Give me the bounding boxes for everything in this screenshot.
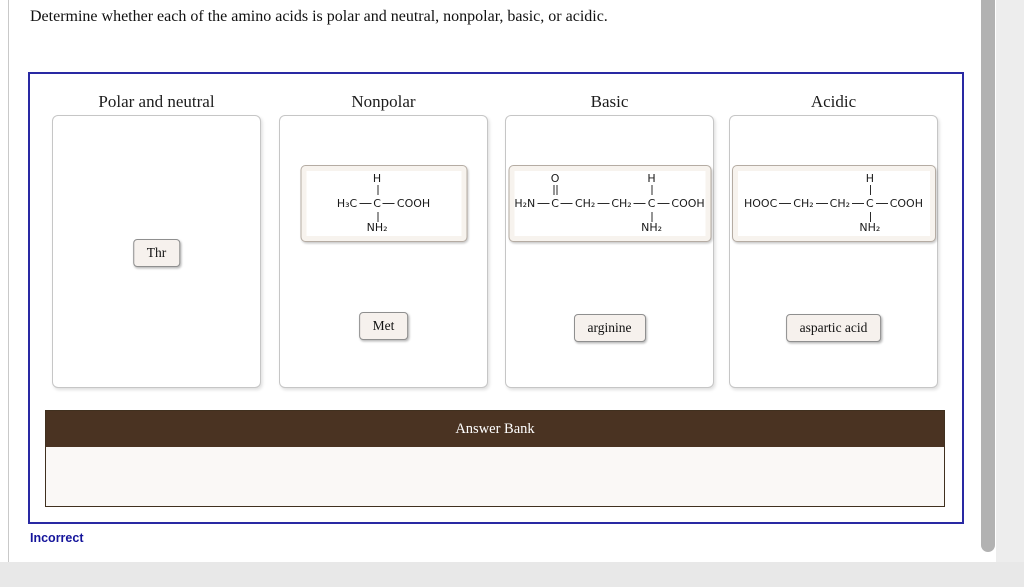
bond-line bbox=[537, 203, 550, 204]
substituent-below: NH₂ bbox=[641, 221, 663, 234]
atom-group: CH₂ bbox=[611, 197, 632, 210]
substituent-below: NH₂ bbox=[859, 221, 881, 234]
bond-line bbox=[651, 212, 653, 222]
atom-group: CH₂ bbox=[793, 197, 814, 210]
bond-line bbox=[560, 203, 573, 204]
question-prompt: Determine whether each of the amino acid… bbox=[30, 8, 608, 25]
sorting-activity: Polar and neutral Nonpolar Basic Acidic … bbox=[28, 72, 964, 524]
grade-status: Incorrect bbox=[30, 531, 84, 545]
bond-line bbox=[815, 203, 828, 204]
answer-chip-aspartic-acid[interactable]: aspartic acid bbox=[785, 314, 882, 342]
content-panel: Determine whether each of the amino acid… bbox=[9, 0, 981, 562]
scrollbar-thumb[interactable] bbox=[981, 0, 995, 552]
bond-line bbox=[852, 203, 865, 204]
bond-line bbox=[657, 203, 670, 204]
atom-group: COOH bbox=[671, 197, 705, 210]
substituent-above: H bbox=[647, 172, 656, 185]
answer-chip-arginine[interactable]: arginine bbox=[573, 314, 646, 342]
bond-line bbox=[779, 203, 792, 204]
atom-group: CH₂ bbox=[829, 197, 851, 210]
bond-line bbox=[382, 203, 395, 204]
dropzone-polar-neutral[interactable]: Thr bbox=[52, 115, 261, 388]
bond-line bbox=[869, 185, 871, 195]
double-bond-line bbox=[556, 185, 558, 195]
substituent-above: H bbox=[865, 172, 875, 185]
atom-group: H₃C bbox=[336, 197, 358, 210]
answer-bank-body[interactable] bbox=[46, 447, 944, 507]
substituent-above: H bbox=[372, 172, 382, 185]
atom-group: COOH bbox=[396, 197, 431, 210]
answer-bank: Answer Bank bbox=[45, 410, 945, 507]
bond-line bbox=[377, 212, 379, 222]
double-bond-line bbox=[553, 185, 555, 195]
bond-line bbox=[377, 185, 379, 195]
answer-chip-met[interactable]: Met bbox=[358, 312, 409, 340]
bond-line bbox=[597, 203, 610, 204]
answer-bank-header: Answer Bank bbox=[46, 411, 944, 447]
category-header-polar-neutral: Polar and neutral bbox=[98, 92, 215, 111]
atom-group: H₂N bbox=[514, 197, 536, 210]
bottom-strip bbox=[0, 562, 1024, 587]
substituent-above: O bbox=[550, 172, 560, 185]
right-gutter bbox=[996, 0, 1024, 562]
panel-left-border bbox=[8, 0, 9, 562]
bond-line bbox=[359, 203, 372, 204]
bond-line bbox=[875, 203, 888, 204]
bond-line bbox=[869, 212, 871, 222]
category-header-acidic: Acidic bbox=[810, 92, 857, 111]
answer-chip-thr[interactable]: Thr bbox=[132, 239, 181, 267]
bond-line bbox=[651, 185, 653, 195]
substituent-below: NH₂ bbox=[366, 221, 388, 234]
bond-line bbox=[633, 203, 646, 204]
category-header-basic: Basic bbox=[590, 92, 629, 111]
category-header-nonpolar: Nonpolar bbox=[351, 92, 416, 111]
atom-group: COOH bbox=[889, 197, 923, 210]
atom-group: HOOC bbox=[744, 197, 778, 210]
atom-group: CH₂ bbox=[574, 197, 596, 210]
